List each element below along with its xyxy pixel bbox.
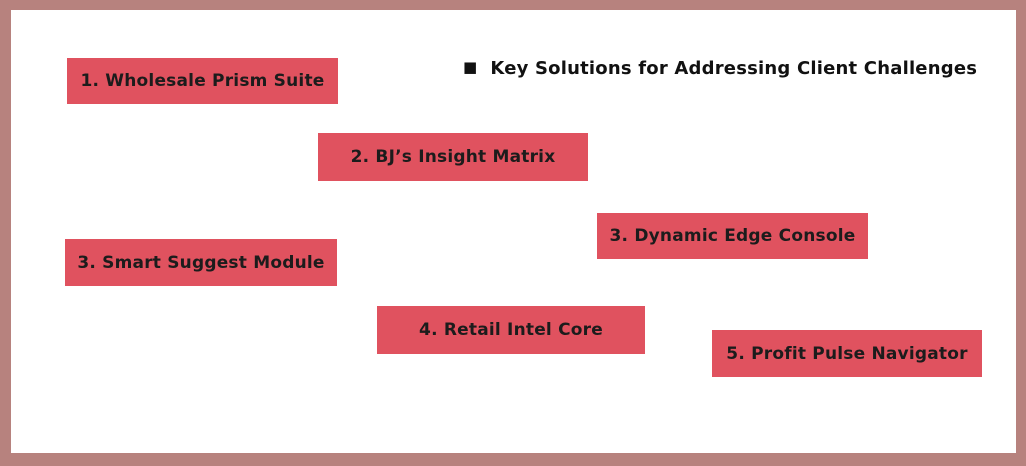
solution-box-label: 1. Wholesale Prism Suite: [80, 71, 325, 91]
slide-title-text: Key Solutions for Addressing Client Chal…: [490, 57, 978, 79]
square-bullet-icon: ■: [463, 57, 478, 76]
solution-box-profit-pulse-navigator: 5. Profit Pulse Navigator: [712, 330, 982, 377]
slide-title: ■ Key Solutions for Addressing Client Ch…: [463, 53, 977, 83]
solution-box-retail-intel-core: 4. Retail Intel Core: [377, 306, 645, 354]
solution-box-label: 4. Retail Intel Core: [419, 320, 603, 340]
solution-box-bjs-insight-matrix: 2. BJ’s Insight Matrix: [318, 133, 588, 181]
solution-box-smart-suggest-module: 3. Smart Suggest Module: [65, 239, 337, 286]
solution-box-label: 3. Dynamic Edge Console: [609, 226, 856, 246]
solution-box-label: 2. BJ’s Insight Matrix: [350, 147, 556, 167]
solution-box-label: 5. Profit Pulse Navigator: [726, 343, 968, 364]
solution-box-label: 3. Smart Suggest Module: [77, 252, 325, 273]
solution-box-dynamic-edge-console: 3. Dynamic Edge Console: [597, 213, 868, 259]
slide-canvas: ■ Key Solutions for Addressing Client Ch…: [11, 10, 1016, 453]
solution-box-wholesale-prism-suite: 1. Wholesale Prism Suite: [67, 58, 338, 104]
